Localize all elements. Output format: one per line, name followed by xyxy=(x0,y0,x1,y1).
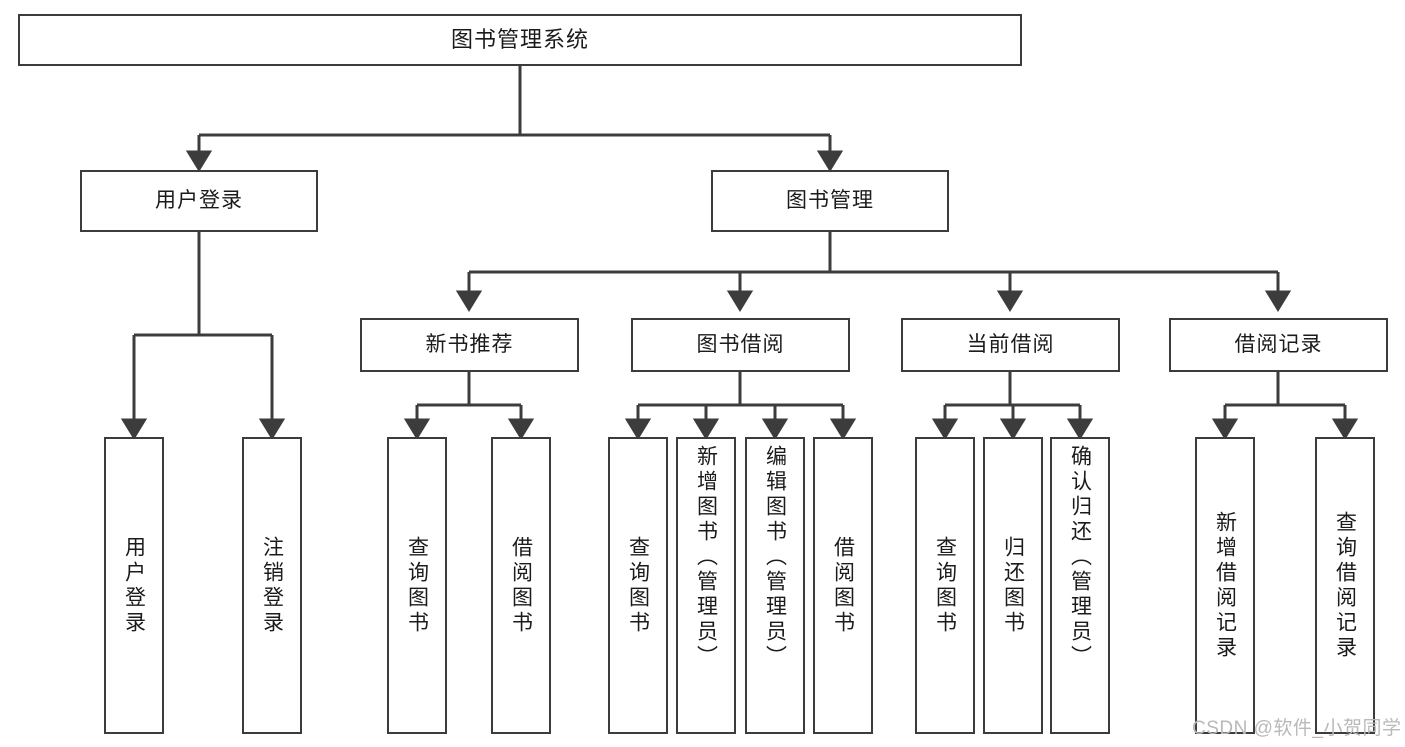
node-book-borrow[interactable]: 图书借阅 xyxy=(631,318,850,372)
node-label: 借阅图书 xyxy=(509,535,533,636)
node-borrow-record[interactable]: 借阅记录 xyxy=(1169,318,1388,372)
node-label: 图书管理 xyxy=(786,189,874,213)
node-label: 借阅图书 xyxy=(831,535,855,636)
node-label: 查询图书 xyxy=(405,535,429,636)
node-label: 用户登录 xyxy=(155,189,243,213)
node-label: 确认归还（管理员） xyxy=(1068,445,1092,670)
node-label: 新增图书（管理员） xyxy=(694,445,718,670)
node-label: 归还图书 xyxy=(1001,535,1025,636)
node-label: 当前借阅 xyxy=(966,333,1055,357)
node-label: 查询图书 xyxy=(933,535,957,636)
node-label: 查询借阅记录 xyxy=(1333,510,1357,661)
node-label: 借阅记录 xyxy=(1234,333,1323,357)
leaf-book-borrow-edit-book-admin[interactable]: 编辑图书（管理员） xyxy=(745,437,805,734)
node-label: 注销登录 xyxy=(260,535,284,636)
node-label: 图书管理系统 xyxy=(450,26,589,52)
node-user-login[interactable]: 用户登录 xyxy=(80,170,318,232)
leaf-borrow-record-query-record[interactable]: 查询借阅记录 xyxy=(1315,437,1375,734)
node-current-borrow[interactable]: 当前借阅 xyxy=(901,318,1120,372)
node-label: 查询图书 xyxy=(626,535,650,636)
leaf-new-book-query-book[interactable]: 查询图书 xyxy=(387,437,447,734)
node-book-management[interactable]: 图书管理 xyxy=(711,170,949,232)
node-new-book-recommend[interactable]: 新书推荐 xyxy=(360,318,579,372)
node-label: 用户登录 xyxy=(122,535,146,636)
leaf-borrow-record-add-record[interactable]: 新增借阅记录 xyxy=(1195,437,1255,734)
node-label: 编辑图书（管理员） xyxy=(763,445,787,670)
csdn-watermark: CSDN @软件_小贺同学 xyxy=(1192,718,1402,739)
leaf-current-borrow-confirm-return-admin[interactable]: 确认归还（管理员） xyxy=(1050,437,1110,734)
leaf-user-login-login[interactable]: 用户登录 xyxy=(104,437,164,734)
leaf-book-borrow-add-book-admin[interactable]: 新增图书（管理员） xyxy=(676,437,736,734)
leaf-book-borrow-query-book[interactable]: 查询图书 xyxy=(608,437,668,734)
node-label: 新书推荐 xyxy=(425,333,514,357)
leaf-user-login-logout[interactable]: 注销登录 xyxy=(242,437,302,734)
node-root-book-management-system[interactable]: 图书管理系统 xyxy=(18,14,1022,66)
leaf-current-borrow-query-book[interactable]: 查询图书 xyxy=(915,437,975,734)
node-label: 图书借阅 xyxy=(696,333,785,357)
leaf-new-book-borrow-book[interactable]: 借阅图书 xyxy=(491,437,551,734)
leaf-current-borrow-return-book[interactable]: 归还图书 xyxy=(983,437,1043,734)
leaf-book-borrow-borrow-book[interactable]: 借阅图书 xyxy=(813,437,873,734)
node-label: 新增借阅记录 xyxy=(1213,510,1237,661)
